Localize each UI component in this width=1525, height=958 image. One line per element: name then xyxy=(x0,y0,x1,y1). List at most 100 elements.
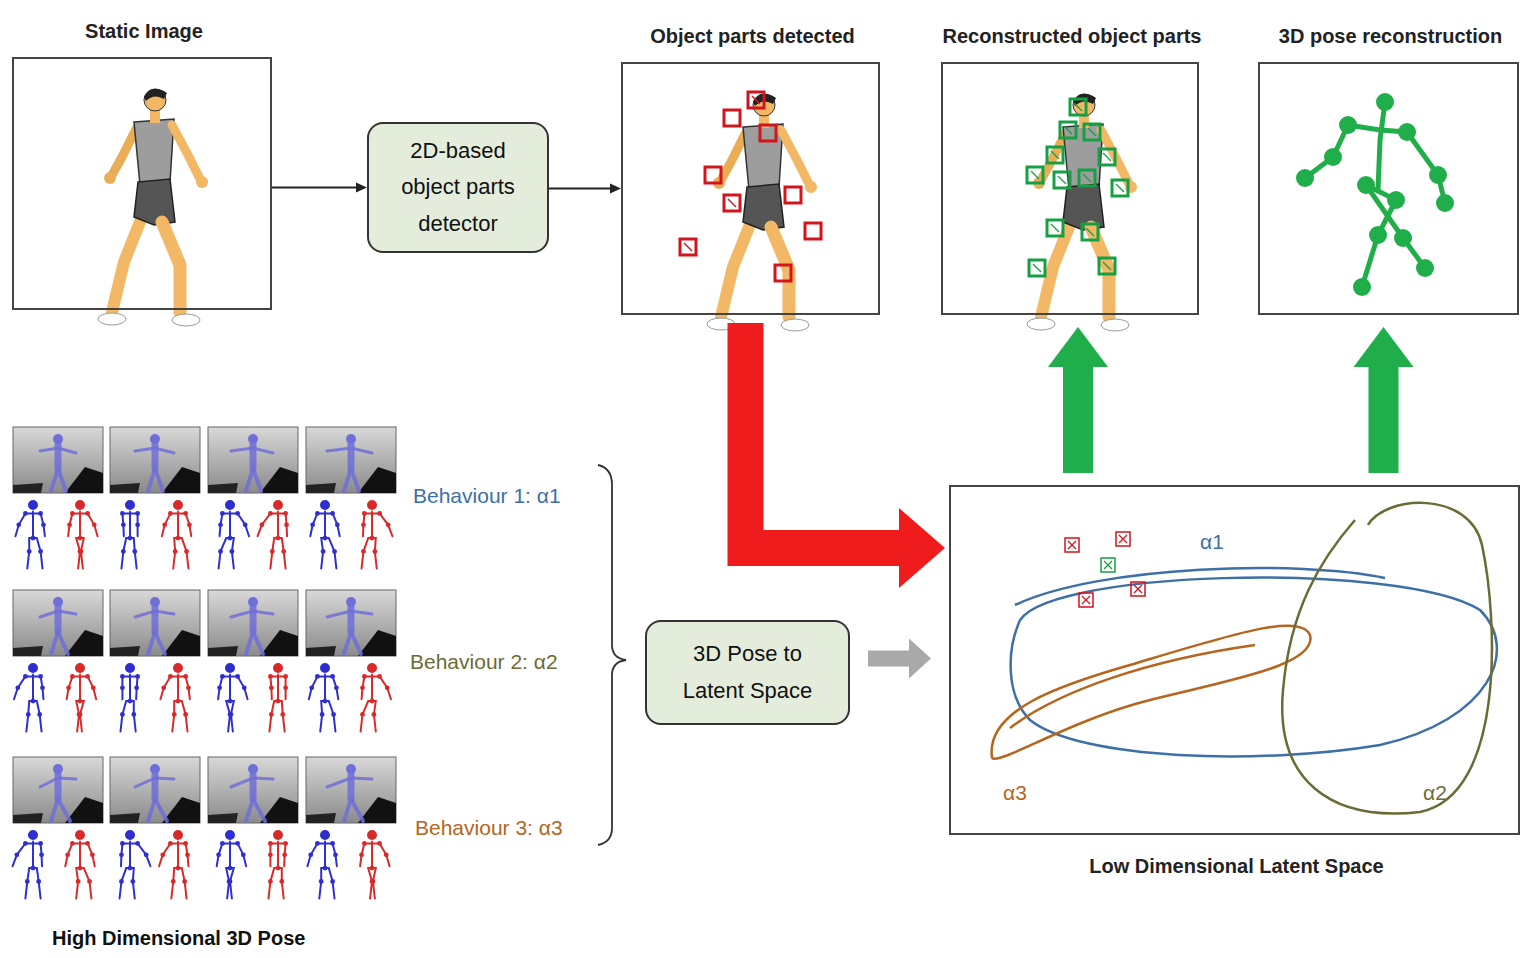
head xyxy=(368,831,376,839)
arms xyxy=(67,676,96,699)
joint xyxy=(334,685,339,690)
latent-trajectories xyxy=(992,503,1497,814)
thumbnail xyxy=(208,590,298,656)
legs xyxy=(226,701,234,731)
part-mark xyxy=(1074,103,1082,111)
part-mark xyxy=(1033,264,1041,272)
joint xyxy=(120,685,125,690)
sample-mark xyxy=(1119,535,1127,543)
sample-box xyxy=(1079,593,1093,607)
thumb-floor xyxy=(358,467,396,493)
behaviour-label: Behaviour 2: α2 xyxy=(410,650,558,674)
joint xyxy=(31,866,36,871)
head xyxy=(76,664,84,672)
joint xyxy=(283,685,288,690)
joint xyxy=(310,522,315,527)
joint xyxy=(128,536,133,541)
arms xyxy=(13,843,42,866)
joint xyxy=(331,712,336,717)
head xyxy=(321,664,329,672)
joint xyxy=(186,685,191,690)
arms xyxy=(40,778,76,787)
arms xyxy=(362,676,391,699)
legs xyxy=(319,868,334,898)
arms xyxy=(307,843,336,866)
stick-figure xyxy=(15,501,45,569)
legs xyxy=(121,701,136,731)
stick-figure xyxy=(309,664,339,732)
joint xyxy=(309,685,314,690)
joint xyxy=(183,511,188,516)
thumbnail xyxy=(306,590,396,656)
stick-figure xyxy=(268,831,288,899)
head xyxy=(174,664,182,672)
joint xyxy=(315,511,320,516)
joint xyxy=(41,522,46,527)
legs xyxy=(51,632,68,654)
joint xyxy=(135,674,140,679)
arms xyxy=(327,778,372,787)
spine xyxy=(79,512,81,539)
head xyxy=(76,831,84,839)
part-mark xyxy=(1058,176,1066,184)
arrow-head xyxy=(909,639,931,679)
thumbnail xyxy=(306,427,396,493)
panel-heading: 3D pose reconstruction xyxy=(1279,25,1502,48)
part-box xyxy=(805,223,821,239)
joint xyxy=(134,685,139,690)
joint xyxy=(216,852,221,857)
joint xyxy=(119,852,124,857)
part-box xyxy=(1099,149,1115,165)
part-box xyxy=(680,239,696,255)
arms xyxy=(162,513,191,536)
joint xyxy=(160,852,165,857)
joint xyxy=(362,674,367,679)
joint xyxy=(283,841,288,846)
thumb-floor xyxy=(110,646,140,656)
arms xyxy=(40,448,76,453)
joint xyxy=(276,536,281,541)
part-box xyxy=(748,92,764,108)
spine xyxy=(32,675,34,702)
head xyxy=(126,501,134,509)
connector-arrow xyxy=(549,184,621,194)
arrow-head xyxy=(610,184,621,194)
connector-arrow xyxy=(1048,327,1108,473)
stick-figure xyxy=(268,664,288,732)
trajectory-label: α2 xyxy=(1423,781,1447,805)
joint xyxy=(185,852,190,857)
image-panel: Reconstructed object parts xyxy=(941,62,1199,315)
arms xyxy=(231,448,273,453)
joint xyxy=(78,549,83,554)
part-box xyxy=(1112,180,1128,196)
joint xyxy=(132,549,137,554)
part-box xyxy=(1047,147,1063,163)
joint xyxy=(173,549,178,554)
joint xyxy=(65,852,70,857)
arrow-head xyxy=(1048,327,1108,367)
thumb-figure xyxy=(327,434,372,491)
legs xyxy=(76,538,84,568)
thumb-floor xyxy=(306,646,336,656)
behaviour-label: Behaviour 3: α3 xyxy=(415,816,563,840)
arrow-head xyxy=(356,183,367,193)
joint xyxy=(220,511,225,516)
joint xyxy=(36,879,41,884)
joint xyxy=(128,866,133,871)
arms xyxy=(258,513,287,536)
joint xyxy=(243,522,248,527)
joint xyxy=(268,841,273,846)
joint xyxy=(330,879,335,884)
sample-box xyxy=(1065,538,1079,552)
joint xyxy=(268,879,273,884)
joint xyxy=(276,699,281,704)
joint xyxy=(31,699,36,704)
arms xyxy=(363,513,392,536)
spine xyxy=(129,675,131,702)
part-mark xyxy=(684,243,692,251)
legs xyxy=(269,701,284,731)
joint xyxy=(77,712,82,717)
joint xyxy=(85,674,90,679)
legs xyxy=(246,632,263,654)
